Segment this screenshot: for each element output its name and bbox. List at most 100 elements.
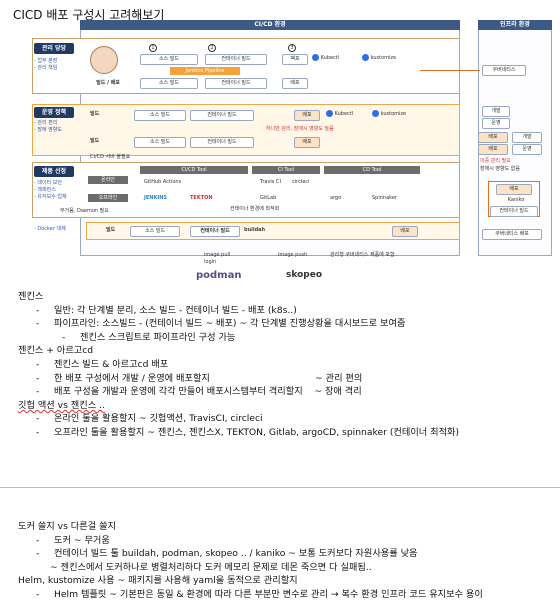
- ops-deploy-2: 배포: [294, 137, 320, 148]
- tool-label: kustomize: [370, 55, 397, 61]
- gitlab-tool: GitLab: [260, 195, 277, 201]
- category-product: 제품 선정: [34, 166, 74, 177]
- notes-section-2: 도커 쓸지 vs 다른걸 쓸지 -도커 ~ 무거움 -컨테이너 빌드 툴 bui…: [0, 520, 560, 602]
- note-line: -젠킨스 빌드 & 아르고cd 배포: [36, 358, 169, 370]
- spinnaker-tool: Spinnaker: [372, 195, 397, 201]
- note-line: -일반: 각 단계별 분리, 소스 빌드 - 컨테이너 빌드 - 배포 (k8s…: [36, 304, 297, 316]
- cicd-diagram: CI/CD 환경 인프라 환경 관리 당당 - 업무 분장 - 관리 책임 빌드…: [30, 18, 556, 286]
- env-prod: 운영: [482, 118, 510, 129]
- ops-kustomize: kustomize: [372, 110, 418, 118]
- ops-container-build-2: 컨테이너 빌드: [190, 137, 254, 148]
- note-line: Helm, kustomize 사용 ~ 패키지를 사용해 yaml을 동적으로…: [0, 574, 560, 588]
- note-text: 젠킨스 빌드 & 아르고cd 배포: [54, 358, 169, 370]
- step-container-build: 컨테이너 빌드: [205, 54, 267, 65]
- jenkinsx-tool: JENKINS: [144, 195, 167, 201]
- offline-label: 오프라인: [88, 194, 128, 202]
- jenkins-icon: [90, 46, 118, 74]
- note-text: 젠킨스 + 아르고cd: [18, 345, 94, 357]
- image-pull-note: image pull login: [204, 252, 231, 265]
- kustomize-icon: [362, 54, 369, 61]
- note-text: 파이프라인: 소스빌드 - (컨테이너 빌드 ~ 배포) ~ 각 단계별 진행상…: [54, 318, 406, 330]
- argo-tool: argo: [330, 195, 342, 201]
- step-source-build-2: 소스 빌드: [140, 78, 198, 89]
- note-line: -컨테이너 빌드 툴 buildah, podman, skopeo .. / …: [36, 548, 418, 560]
- bullet: - 유지보수 업체: [34, 194, 67, 200]
- ops-container-build: 컨테이너 빌드: [190, 110, 254, 121]
- kubectl-tool: Kubectl: [312, 54, 362, 62]
- note-text: 깃헙 액션 vs 젠킨스 ..: [18, 399, 105, 411]
- buildah-tool: buildah: [244, 227, 266, 233]
- kaniko-label: Kaniko: [507, 197, 525, 203]
- step-deploy: 벡포: [282, 54, 308, 65]
- step-number: 3: [288, 44, 296, 52]
- product-bullets: - 데이터 보안 - 레퍼런스 - 유지보수 업체: [34, 180, 84, 201]
- operations-bullets: - 관리 편리 - 장애 영향도: [34, 120, 80, 134]
- cicd-header: CI/CD 환경: [80, 20, 460, 30]
- note-text: 일반: 각 단계별 분리, 소스 빌드 - 컨테이너 빌드 - 배포 (k8s.…: [54, 304, 297, 316]
- col-cd-tool: CD Tool: [324, 166, 420, 174]
- step-number: 2: [208, 44, 216, 52]
- operations-build-label: 빌드: [90, 111, 100, 117]
- note-text: 오프라인 툴을 활용할지 ~ 젠킨스, 젠킨스X, TEKTON, Gitlab…: [54, 426, 460, 438]
- category-operations: 운영 정책: [34, 107, 74, 118]
- circleci-tool: circleci: [292, 179, 310, 185]
- ops-source-build-2: 소스 빌드: [134, 137, 186, 148]
- operations-build-label-2: 빌드: [90, 138, 100, 144]
- note-text: 젠킨스: [18, 291, 44, 302]
- jenkins-pipeline-badge: Jenkins Pipeline: [170, 67, 240, 75]
- skopeo-logo: skopeo: [286, 270, 323, 280]
- note-line: -온라인 툴을 활용할지 ~ 깃헙액션, TravisCI, circleci: [36, 413, 263, 425]
- bullet: - 업무 분장: [34, 58, 58, 64]
- note-text: Helm, kustomize 사용 ~ 패키지를 사용해 yaml을 동적으로…: [18, 575, 298, 587]
- step-deploy-2: 배포: [282, 78, 308, 89]
- infra-header: 인프라 환경: [478, 20, 552, 30]
- github-actions-tool: GitHub Actions: [144, 179, 182, 185]
- heavy-note: 무거움, Daemon 필요: [60, 208, 109, 214]
- note-text: 배포 구성을 개발과 운영에 각각 만들어 배포시스템부터 격리할지 ~ 장애 …: [54, 386, 362, 398]
- note-text: ~ 젠킨스에서 도커하나로 병렬처리하다 도커 메모리 문제로 데몬 죽으면 다…: [50, 561, 372, 573]
- bullet: - 데이터 보안: [34, 180, 62, 186]
- tool-label: Kubectl: [334, 111, 354, 117]
- env-box: 배포: [478, 144, 508, 155]
- tool-label: Kubectl: [320, 55, 340, 61]
- bullet: - 관리 편리: [34, 120, 58, 126]
- note-line: 젠킨스: [0, 290, 560, 304]
- lane4-container-build: 컨테이너 빌드: [190, 226, 240, 237]
- bullet: - 관리 책임: [34, 65, 58, 71]
- note-text: 온라인 툴을 활용할지 ~ 깃헙액션, TravisCI, circleci: [54, 413, 263, 425]
- kustomize-icon: [372, 110, 379, 117]
- note-line: 젠킨스 + 아르고cd: [0, 344, 560, 358]
- notes-section-1: 젠킨스 -일반: 각 단계별 분리, 소스 빌드 - 컨테이너 빌드 - 배포 …: [0, 290, 560, 440]
- kustomize-tool: kustomize: [362, 54, 412, 62]
- col-cicd-tool: CI/CD Tool: [140, 166, 248, 174]
- env-box: 운영: [512, 144, 542, 155]
- lane4-target: 쿠버네티스 배포: [482, 229, 542, 240]
- note-text: Helm 템플릿 ~ 기본판은 동일 & 환경에 따라 다른 부분만 변수로 관…: [54, 588, 483, 600]
- note-line: -Helm 템플릿 ~ 기본판은 동일 & 환경에 따라 다른 부분만 변수로 …: [36, 588, 483, 600]
- ops-kubectl: Kubectl: [326, 110, 372, 118]
- management-bullets: - 업무 분장 - 관리 책임: [34, 58, 80, 72]
- note-text: 도커 ~ 무거움: [54, 534, 110, 546]
- divider: [0, 487, 560, 488]
- online-label: 온라인: [88, 176, 128, 184]
- target-kubernetes: 쿠버네티스: [482, 65, 526, 76]
- note-text: 컨테이너 빌드 툴 buildah, podman, skopeo .. / k…: [54, 548, 418, 560]
- container-env-note: 컨테이너 환경에 최적화: [230, 206, 280, 212]
- lane4-source-build: 소스 빌드: [130, 226, 180, 237]
- ops-deploy: 배포: [294, 110, 320, 121]
- env-dev: 개발: [482, 106, 510, 117]
- docker-replace-bullet: - Docker 대체: [34, 226, 66, 232]
- step-source-build: 소스 빌드: [140, 54, 198, 65]
- jenkins-build-deploy-label: 빌드 / 배포: [96, 80, 120, 86]
- managed-k8s-note: 관리형 쿠버네티스 제품에 포함: [330, 252, 395, 258]
- note-line: -배포 구성을 개발과 운영에 각각 만들어 배포시스템부터 격리할지 ~ 장애…: [36, 386, 362, 398]
- arrow: [420, 70, 480, 71]
- note-line: 깃헙 액션 vs 젠킨스 ..: [0, 399, 560, 413]
- note-line: -오프라인 툴을 활용할지 ~ 젠킨스, 젠킨스X, TEKTON, Gitla…: [36, 426, 460, 438]
- tekton-tool: TEKTON: [190, 195, 213, 201]
- step-number: 1: [149, 44, 157, 52]
- page-title: CICD 배포 구성시 고려해보기: [13, 8, 165, 22]
- kaniko-container-build: 컨테이너 빌드: [490, 206, 538, 217]
- container-build-label: 빌드: [106, 227, 116, 233]
- note-line: -도커 ~ 무거움: [36, 534, 110, 546]
